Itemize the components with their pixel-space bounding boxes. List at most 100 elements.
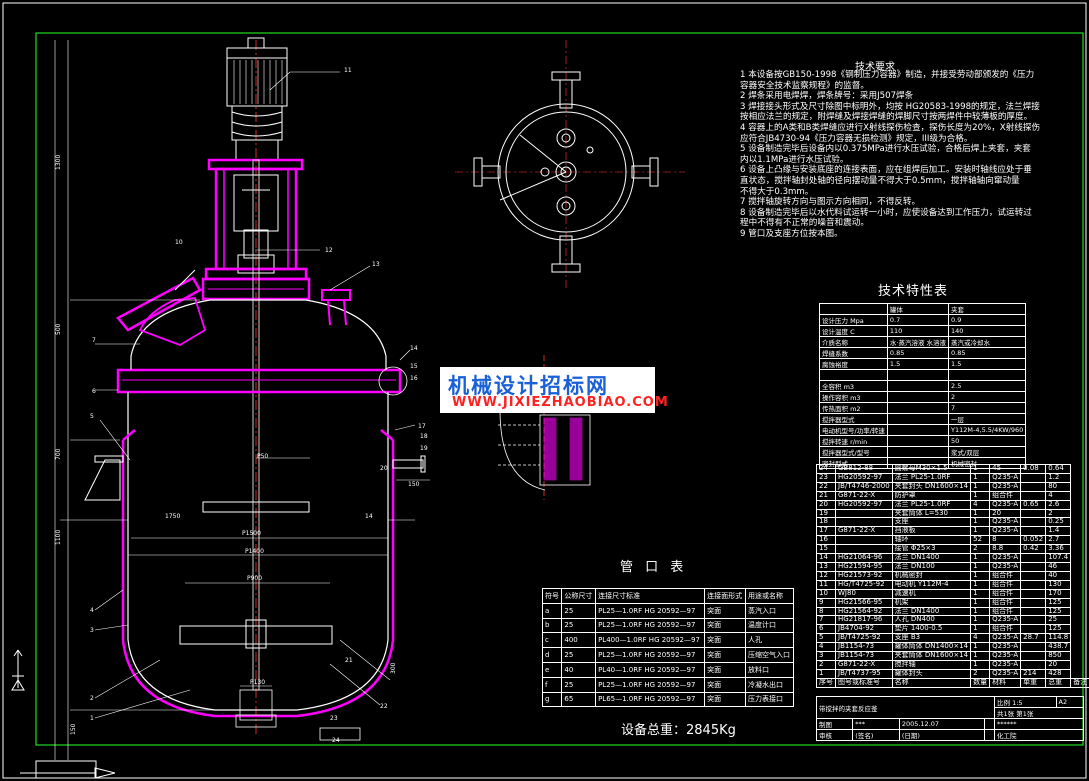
table-cell: 夹套筒体 DN1600×14 bbox=[891, 651, 972, 661]
table-cell: 10 bbox=[816, 588, 836, 599]
table-cell: 法兰 DN100 bbox=[891, 561, 972, 572]
table-cell: PL25—1.0RF HG 20592—97 bbox=[595, 676, 706, 693]
table-cell: Q235-A bbox=[989, 642, 1022, 653]
svg-text:3: 3 bbox=[90, 627, 94, 634]
table-cell: 1 bbox=[816, 668, 836, 679]
table-cell: 8 bbox=[989, 535, 1022, 546]
table-cell: JB1154-73 bbox=[835, 642, 893, 653]
table-cell: 8.8 bbox=[989, 544, 1022, 555]
vessel-top-view bbox=[455, 40, 685, 290]
table-cell: 125 bbox=[1045, 597, 1072, 608]
svg-text:1100: 1100 bbox=[55, 530, 62, 545]
project-name: 带搅拌的夹套反应釜 bbox=[816, 696, 995, 719]
table-cell: Q235-A bbox=[989, 526, 1022, 537]
svg-text:12: 12 bbox=[325, 247, 333, 254]
table-cell: 1 bbox=[970, 570, 991, 581]
table-cell: 电动机 Y112M-4 bbox=[891, 579, 972, 590]
table-cell bbox=[886, 391, 950, 403]
table-cell: 搅拌轴 bbox=[891, 659, 972, 670]
table-header-cell: 连接尺寸标准 bbox=[595, 588, 706, 604]
table-cell: 0.9 bbox=[948, 314, 1027, 326]
table-cell: 46 bbox=[1045, 561, 1072, 572]
drawing-number: ****** bbox=[994, 718, 1084, 730]
table-cell: 50 bbox=[948, 435, 1027, 447]
scale-label: 比例 1:5 bbox=[994, 696, 1057, 708]
table-cell: 14 bbox=[816, 553, 836, 563]
table-cell: 人孔 bbox=[744, 632, 795, 649]
table-cell: 1 bbox=[970, 659, 991, 670]
table-cell: 搅拌器型式/型号 bbox=[819, 446, 888, 458]
table-cell bbox=[886, 424, 950, 436]
table-header-row: 罐体夹套 bbox=[819, 303, 1027, 315]
table-footer-cell: 名称 bbox=[891, 677, 972, 688]
watermark-cn: 机械设计招标网 bbox=[448, 374, 609, 398]
table-cell: JB4704-92 bbox=[835, 624, 893, 635]
table-cell bbox=[1020, 472, 1047, 483]
table-header-cell: 连接面形式 bbox=[704, 588, 746, 604]
table-cell: 2.5 bbox=[948, 380, 1027, 392]
table-cell bbox=[1020, 615, 1047, 626]
requirement-line: 6 设备上凸缘与安装底座的连接表面，应在组焊后加工。安装时轴线应处于垂 bbox=[740, 165, 1032, 176]
table-cell: 一层 bbox=[948, 413, 1027, 425]
table-cell: e bbox=[541, 661, 563, 678]
table-cell bbox=[948, 369, 1027, 381]
table-cell: 428 bbox=[1045, 668, 1072, 679]
table-cell: 1 bbox=[970, 597, 991, 608]
table-cell: Q235-A bbox=[989, 481, 1022, 492]
table-row: 搅拌器型式/型号 浆式/双层 bbox=[819, 446, 1027, 458]
table-cell: 850 bbox=[1045, 651, 1072, 661]
table-cell: 140 bbox=[948, 325, 1027, 337]
table-cell: 8 bbox=[816, 606, 836, 617]
watermark-url: WWW.JIXIEZHAOBIAO.COM bbox=[452, 395, 669, 410]
svg-text:24: 24 bbox=[332, 737, 340, 744]
table-cell: 0.85 bbox=[948, 347, 1027, 359]
table-footer-cell: 材料 bbox=[989, 677, 1022, 688]
drawn-date: 2005.12.07 bbox=[898, 718, 985, 730]
table-header-cell: 罐体 bbox=[886, 303, 950, 315]
table-cell: 2 bbox=[1045, 508, 1072, 519]
svg-text:P130: P130 bbox=[250, 679, 265, 686]
table-cell: 腐蚀裕度 bbox=[819, 358, 888, 370]
table-cell: 浆式/双层 bbox=[948, 446, 1027, 458]
table-cell bbox=[886, 380, 950, 392]
table-cell: 圆螺母M30×1.5 bbox=[891, 464, 972, 474]
table-row: 搅拌器型式一层 bbox=[819, 413, 1027, 425]
table-cell bbox=[886, 413, 950, 425]
table-cell: 突面 bbox=[704, 691, 746, 708]
table-cell: a bbox=[541, 602, 563, 619]
table-cell: 0.65 bbox=[1020, 499, 1047, 510]
table-cell: Q235-A bbox=[989, 651, 1022, 661]
table-cell: 25 bbox=[561, 602, 597, 619]
svg-text:22: 22 bbox=[380, 703, 388, 710]
table-cell: 0.42 bbox=[1020, 544, 1047, 555]
requirement-line: 按相应法兰的规定，附焊缝及焊接焊缝的焊脚尺寸按两焊件中较薄板的厚度。 bbox=[740, 112, 1033, 123]
table-cell: 防护罩 bbox=[891, 490, 972, 501]
table-cell bbox=[835, 517, 893, 528]
table-cell: 25 bbox=[1045, 615, 1072, 626]
table-cell: 夹套封头 DN1600×14 bbox=[891, 481, 972, 492]
table-cell: 罐体封头 bbox=[891, 668, 972, 679]
total-weight: 设备总重：2845Kg bbox=[621, 723, 736, 738]
table-footer-cell: 备注 bbox=[1070, 677, 1089, 688]
table-cell: 突面 bbox=[704, 661, 746, 678]
table-cell: 放料口 bbox=[744, 661, 795, 678]
table-cell bbox=[1020, 651, 1047, 661]
table-cell: Q235-A bbox=[989, 561, 1022, 572]
requirement-line: 8 设备制造完毕后以水代料试运转一小时，应使设备达到工作压力，试运转过 bbox=[740, 207, 1032, 218]
table-header-cell: 夹套 bbox=[948, 303, 1027, 315]
